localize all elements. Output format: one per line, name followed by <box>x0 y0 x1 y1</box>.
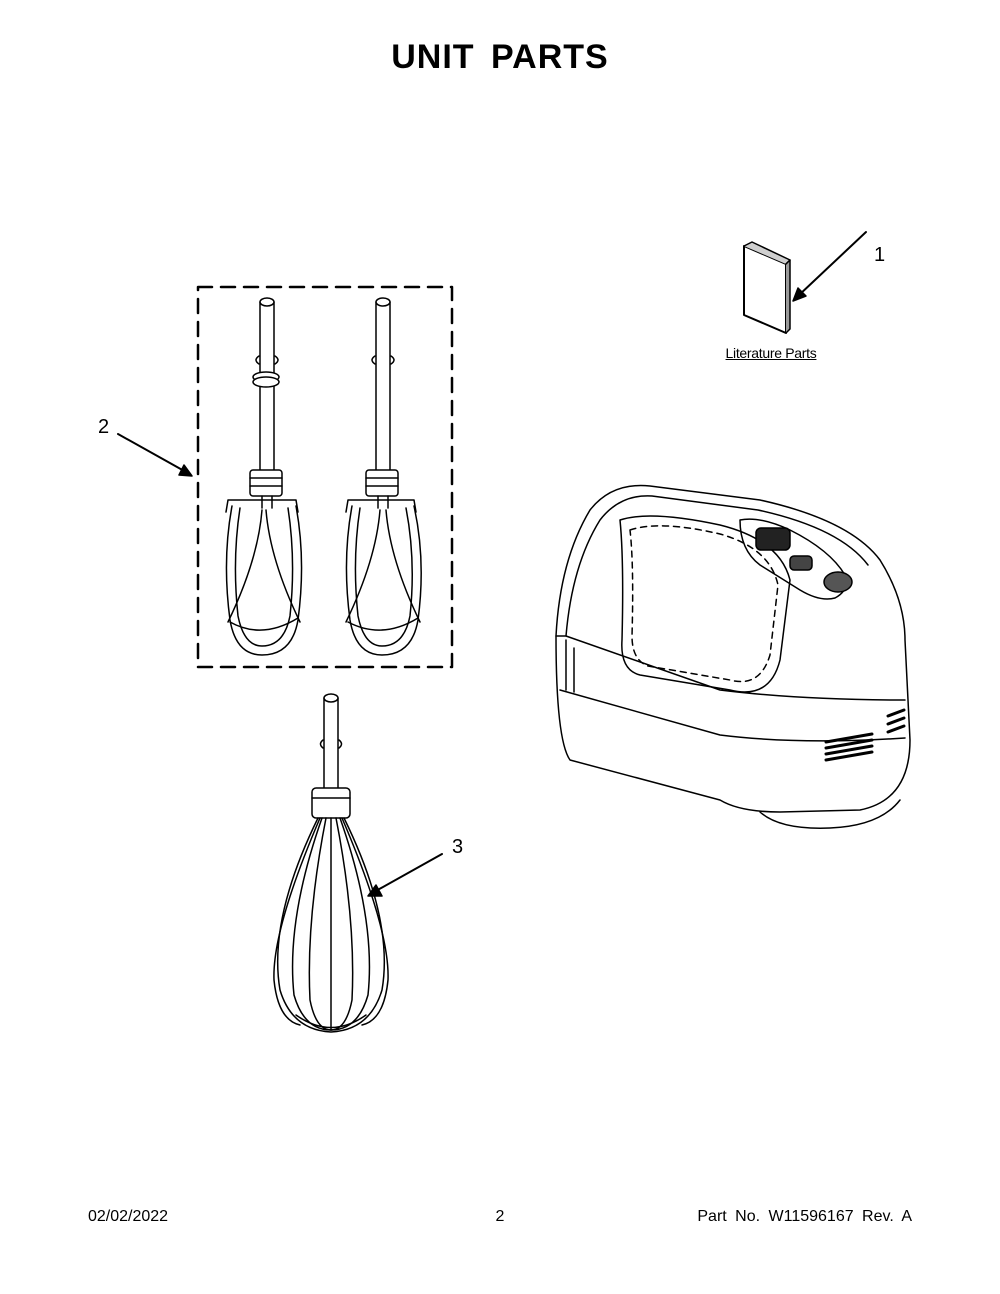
callout-number-1: 1 <box>874 244 886 266</box>
beater-left <box>225 297 303 656</box>
callout-arrow-3 <box>367 853 443 897</box>
callout-number-2: 2 <box>98 416 110 438</box>
callout-number-3: 3 <box>452 836 464 858</box>
page-title: UNIT PARTS <box>391 38 609 76</box>
footer-part-number: Part No. W11596167 Rev. A <box>697 1208 912 1225</box>
footer-page-number: 2 <box>495 1208 505 1225</box>
hand-mixer-body <box>555 484 911 829</box>
callout-arrow-1 <box>792 231 867 302</box>
footer-date: 02/02/2022 <box>88 1208 169 1225</box>
beater-right <box>345 297 422 656</box>
callout-arrow-2 <box>117 433 193 477</box>
beater-set-box <box>196 285 454 669</box>
whisk <box>273 693 389 1033</box>
literature-booklet <box>743 241 791 334</box>
literature-parts-label: Literature Parts <box>725 345 817 361</box>
